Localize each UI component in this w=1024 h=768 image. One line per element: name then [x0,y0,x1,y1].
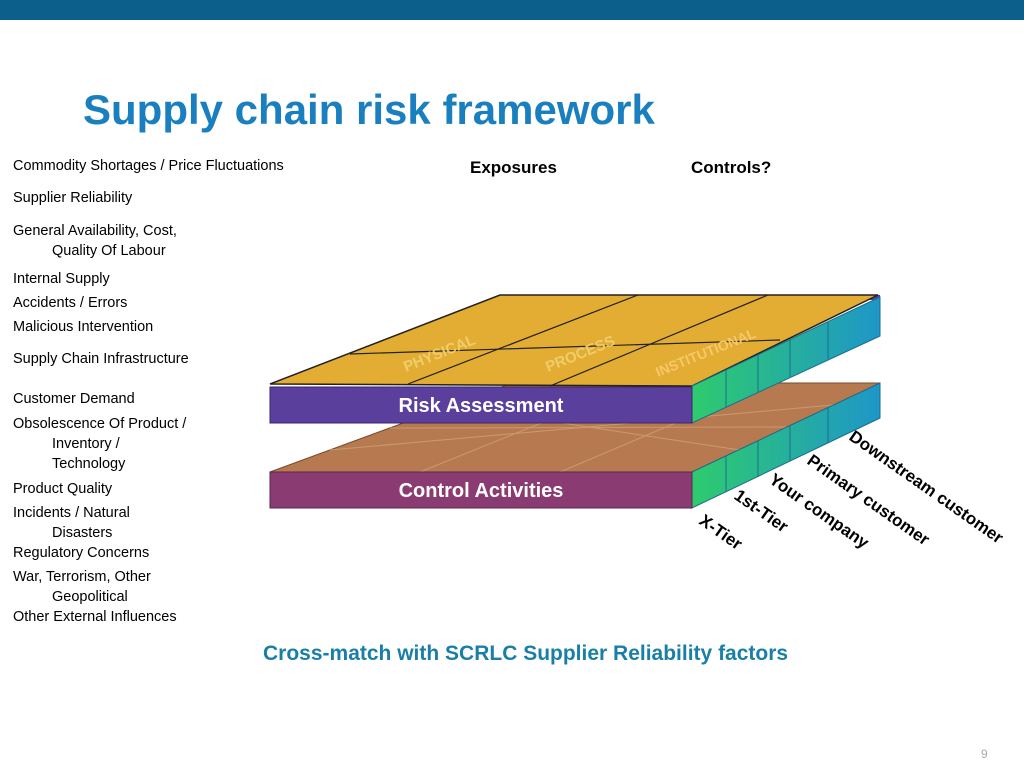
risk-layer: PHYSICAL PROCESS INSTITUTIONAL Risk Asse… [269,294,881,424]
risk-item-text: Other External Influences [13,609,177,625]
risk-item-text: Regulatory Concerns [13,545,150,561]
risk-item: Malicious Intervention [13,317,153,337]
control-activities-label: Control Activities [399,480,564,502]
risk-layer-grid [349,294,781,387]
risk-item: General Availability, Cost, Quality Of La… [13,221,177,261]
risk-item-text: Commodity Shortages / Price Fluctuations [13,158,284,174]
risk-item: Accidents / Errors [13,293,127,313]
risk-item: Supply Chain Infrastructure [13,349,189,369]
slide-title: Supply chain risk framework [83,86,655,133]
exposures-heading: Exposures [470,158,557,177]
risk-item: Supplier Reliability [13,188,132,208]
footer-note: Cross-match with SCRLC Supplier Reliabil… [263,642,789,665]
risk-item-text: Supplier Reliability [13,190,133,206]
risk-item-text: Accidents / Errors [13,295,128,311]
risk-assessment-label: Risk Assessment [399,395,564,417]
grid-line [349,339,781,355]
risk-item: Obsolescence Of Product / Inventory / Tech… [13,414,186,474]
controls-heading: Controls? [691,158,772,177]
control-activities-band [269,471,693,509]
risk-item-text: General Availability, Cost, [13,223,177,239]
tier-label: X-Tier [696,511,746,554]
risk-item-text: War, Terrorism, Other [13,569,151,585]
risk-item-text: Geopolitical [52,589,128,605]
risk-item-text: Supply Chain Infrastructure [13,351,189,367]
risk-item: Internal Supply [13,269,110,289]
risk-assessment-band [269,386,693,424]
grid-line [389,426,787,429]
control-side-dividers [725,408,829,492]
grid-line [549,294,769,387]
risk-item: Commodity Shortages / Price Fluctuations [13,156,284,176]
risk-item-text: Product Quality [13,481,113,497]
risk-item-text: Inventory / [52,436,120,452]
risk-item-text: Incidents / Natural [13,505,130,521]
risk-item-text: Customer Demand [13,391,135,407]
top-bar [0,0,1024,20]
risk-item: Other External Influences [13,607,177,627]
page-number: 9 [981,747,988,761]
risk-item-text: Quality Of Labour [52,243,166,259]
risk-item-text: Malicious Intervention [13,319,154,335]
risk-item: Regulatory Concerns [13,543,149,563]
grid-line [407,294,639,385]
risk-item-text: Technology [52,456,126,472]
risk-item-text: Disasters [52,525,113,541]
risk-item-text: Internal Supply [13,271,110,287]
risk-item-text: Obsolescence Of Product / [13,416,187,432]
risk-side-dividers [725,322,829,407]
risk-item: Customer Demand [13,389,135,409]
risk-item: Product Quality [13,479,112,499]
